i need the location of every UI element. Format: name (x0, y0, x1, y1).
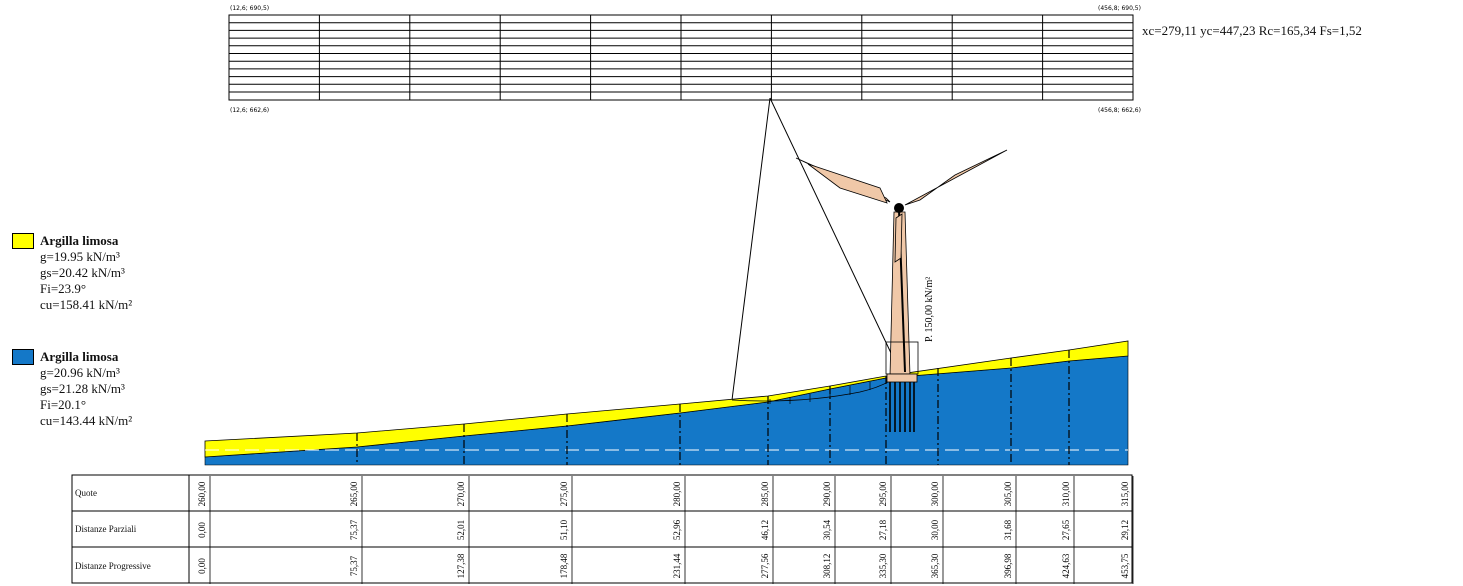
material-1-name: Argilla limosa (40, 233, 119, 248)
table-progressive-1: 75,37 (349, 555, 359, 576)
table-progressive-2: 127,38 (456, 553, 466, 578)
material-1-cu: cu=158.41 kN/m² (40, 297, 133, 312)
table-parziali-10: 27,65 (1061, 519, 1071, 540)
table-progressive-5: 277,56 (760, 553, 770, 578)
table-quote-4: 280,00 (672, 481, 682, 506)
material-2-cu: cu=143.44 kN/m² (40, 413, 133, 428)
table-parziali-11: 29,12 (1120, 520, 1130, 540)
turbine-blade-left-body (807, 163, 888, 204)
table-parziali-4: 52,96 (672, 519, 682, 540)
table-progressive-10: 424,63 (1061, 553, 1071, 578)
table-quote-5: 285,00 (760, 481, 770, 506)
table-quote-2: 270,00 (456, 481, 466, 506)
table-parziali-0: 0,00 (197, 522, 207, 538)
soil-layer-yellow (204, 340, 1129, 458)
grid-corner-top-right: (456,8; 690,5) (1098, 5, 1141, 12)
table-quote-1: 265,00 (349, 481, 359, 506)
foundation-piles (889, 382, 915, 432)
table-parziali-7: 27,18 (878, 519, 888, 540)
turbine-hub (894, 203, 904, 213)
material-1-swatch (12, 233, 34, 249)
turbine-blade-right (904, 149, 1008, 206)
table-progressive-4: 231,44 (672, 553, 682, 578)
table-cells: 260,00 265,00 270,00 275,00 280,00 285,00 290,… (197, 476, 1134, 584)
row-label-parziali: Distanze Parziali (75, 524, 137, 534)
table-parziali-1: 75,37 (349, 519, 359, 540)
table-progressive-3: 178,48 (559, 553, 569, 578)
safety-factor-result: xc=279,11 yc=447,23 Rc=165,34 Fs=1,52 (1142, 23, 1362, 38)
material-1-gs: gs=20.42 kN/m³ (40, 265, 125, 280)
material-1-g: g=19.95 kN/m³ (40, 249, 120, 264)
material-2-fi: Fi=20.1° (40, 397, 87, 412)
table-parziali-2: 52,01 (456, 520, 466, 540)
table-progressive-11: 453,75 (1120, 553, 1130, 578)
table-parziali-5: 46,12 (760, 520, 770, 540)
table-parziali-3: 51,10 (559, 519, 569, 540)
critical-center-radii (731, 97, 901, 401)
table-quote-7: 295,00 (878, 481, 888, 506)
table-quote-3: 275,00 (559, 481, 569, 506)
table-quote-11: 315,00 (1120, 481, 1130, 506)
material-2-gs: gs=21.28 kN/m³ (40, 381, 125, 396)
section-dash-lines (356, 350, 1070, 465)
material-1-fi: Fi=23.9° (40, 281, 87, 296)
table-progressive-0: 0,00 (197, 558, 207, 574)
profile-table (71, 474, 1133, 584)
table-parziali-9: 31,68 (1003, 519, 1013, 540)
turbine-blade-down (894, 213, 903, 263)
table-parziali-8: 30,00 (930, 519, 940, 540)
row-label-quote: Quote (75, 488, 97, 498)
grid-corner-bottom-right: (456,8; 662,6) (1098, 107, 1141, 114)
material-2-swatch (12, 349, 34, 365)
grid-corner-top-left: (12,6; 690,5) (230, 5, 269, 12)
centers-grid (228, 14, 1134, 101)
row-label-progressive: Distanze Progressive (75, 561, 151, 571)
table-progressive-9: 396,98 (1003, 553, 1013, 578)
table-quote-9: 305,00 (1003, 481, 1013, 506)
table-quote-0: 260,00 (197, 481, 207, 506)
table-quote-6: 290,00 (822, 481, 832, 506)
table-progressive-7: 335,30 (878, 553, 888, 578)
load-label: P. 150,00 kN/m² (924, 277, 935, 342)
table-parziali-6: 30,54 (822, 519, 832, 540)
grid-corner-bottom-left: (12,6; 662,6) (230, 107, 269, 114)
material-2-name: Argilla limosa (40, 349, 119, 364)
wind-turbine (795, 149, 1008, 432)
table-quote-10: 310,00 (1061, 481, 1071, 506)
table-progressive-8: 365,30 (930, 553, 940, 578)
material-2-g: g=20.96 kN/m³ (40, 365, 120, 380)
table-progressive-6: 308,12 (822, 554, 832, 579)
table-quote-8: 300,00 (930, 481, 940, 506)
